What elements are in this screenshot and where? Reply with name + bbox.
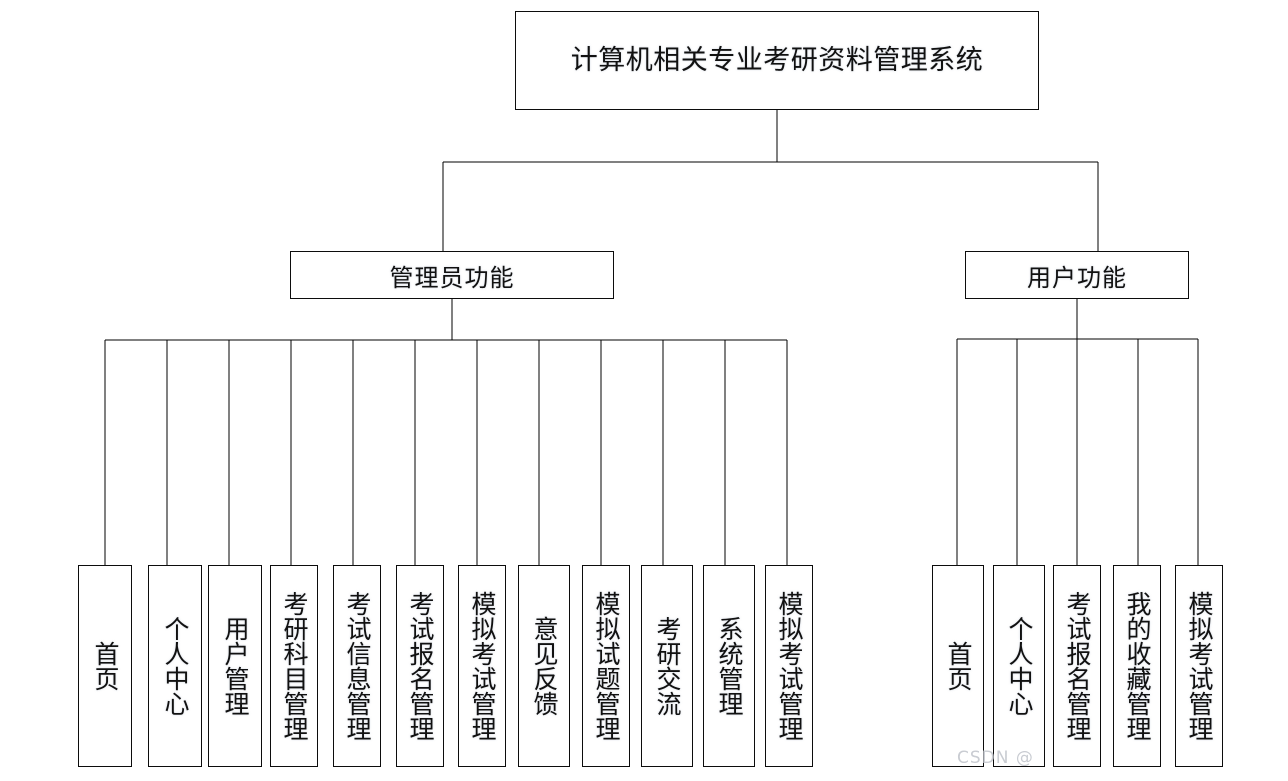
leaf-node-admin-feedback[interactable]: 意见反馈 [518, 565, 570, 767]
leaf-label: 模拟考试管理 [775, 591, 804, 741]
leaf-node-admin-mock-exam-management[interactable]: 模拟考试管理 [458, 565, 506, 767]
leaf-node-user-personal-center[interactable]: 个人中心 [993, 565, 1045, 767]
leaf-node-admin-mock-exam-management-2[interactable]: 模拟考试管理 [765, 565, 813, 767]
leaf-node-user-mock-exam-management[interactable]: 模拟考试管理 [1175, 565, 1223, 767]
leaf-label: 模拟考试管理 [1185, 591, 1214, 741]
leaf-label: 考试信息管理 [343, 591, 372, 741]
branch-node-admin[interactable]: 管理员功能 [290, 251, 614, 299]
csdn-watermark: CSDN @ [957, 748, 1034, 768]
leaf-node-user-my-favorites-management[interactable]: 我的收藏管理 [1113, 565, 1161, 767]
leaf-label: 个人中心 [1005, 616, 1034, 716]
leaf-label: 首页 [944, 641, 973, 691]
leaf-node-admin-system-management[interactable]: 系统管理 [703, 565, 755, 767]
leaf-label: 个人中心 [161, 616, 190, 716]
root-node-system-title[interactable]: 计算机相关专业考研资料管理系统 [515, 11, 1039, 110]
leaf-node-admin-personal-center[interactable]: 个人中心 [148, 565, 202, 767]
leaf-node-admin-exam-subject-management[interactable]: 考研科目管理 [270, 565, 318, 767]
leaf-node-admin-home[interactable]: 首页 [78, 565, 132, 767]
leaf-label: 考试报名管理 [406, 591, 435, 741]
leaf-label: 系统管理 [715, 616, 744, 716]
leaf-node-admin-user-management[interactable]: 用户管理 [208, 565, 262, 767]
leaf-node-admin-exam-info-management[interactable]: 考试信息管理 [333, 565, 381, 767]
leaf-node-admin-exam-discussion[interactable]: 考研交流 [641, 565, 693, 767]
leaf-label: 考试报名管理 [1063, 591, 1092, 741]
leaf-label: 模拟考试管理 [468, 591, 497, 741]
branch-node-user[interactable]: 用户功能 [965, 251, 1189, 299]
leaf-label: 考研科目管理 [280, 591, 309, 741]
leaf-label: 模拟试题管理 [592, 591, 621, 741]
leaf-node-user-home[interactable]: 首页 [932, 565, 984, 767]
leaf-label: 考研交流 [653, 616, 682, 716]
leaf-label: 我的收藏管理 [1123, 591, 1152, 741]
leaf-label: 用户管理 [221, 616, 250, 716]
leaf-label: 意见反馈 [530, 616, 559, 716]
leaf-label: 首页 [91, 641, 120, 691]
leaf-node-admin-exam-registration-management[interactable]: 考试报名管理 [396, 565, 444, 767]
leaf-node-user-exam-registration-management[interactable]: 考试报名管理 [1053, 565, 1101, 767]
leaf-node-admin-mock-question-management[interactable]: 模拟试题管理 [582, 565, 630, 767]
